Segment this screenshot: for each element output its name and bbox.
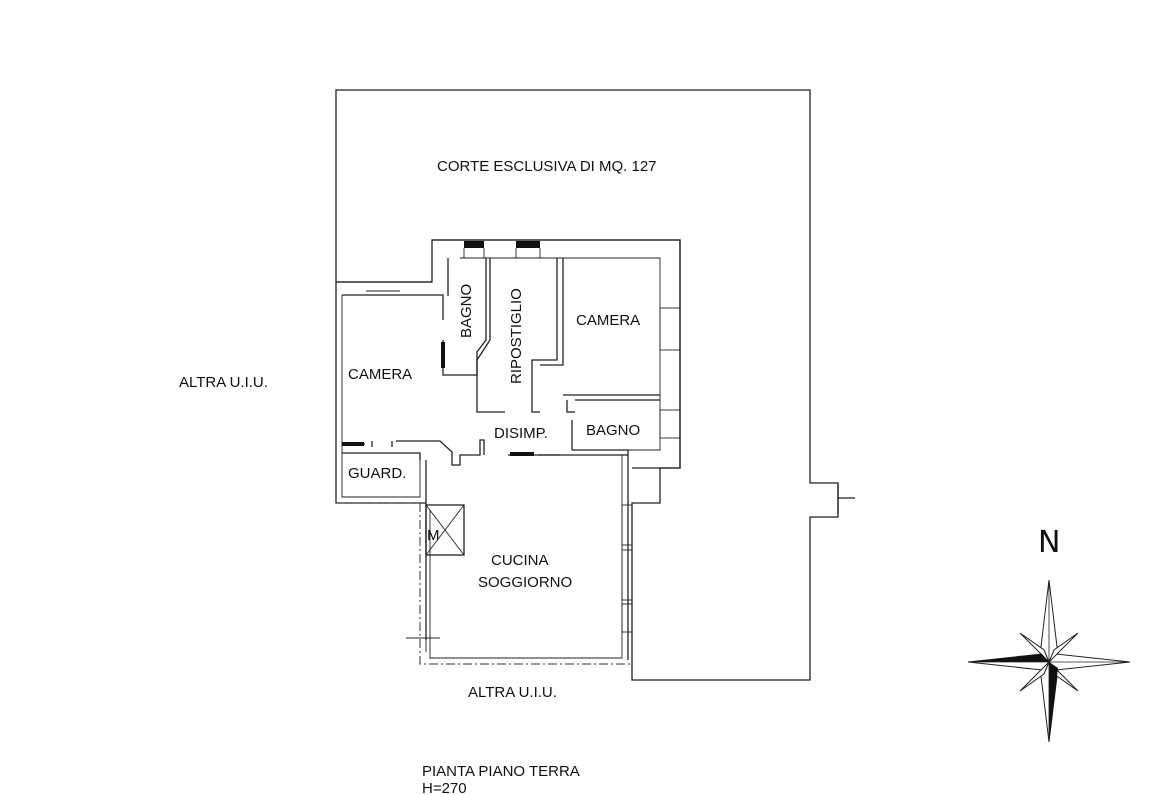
caption-height: H=270 <box>422 780 467 795</box>
room-label-soggiorno: SOGGIORNO <box>478 574 572 591</box>
shaft-label: M <box>427 527 440 544</box>
compass-rose-icon: N <box>967 525 1131 743</box>
east-windows <box>659 307 681 439</box>
caption-title: PIANTA PIANO TERRA <box>422 763 580 780</box>
interior-walls <box>342 258 660 660</box>
courtyard-label: CORTE ESCLUSIVA DI MQ. 127 <box>437 158 657 175</box>
room-label-guardaroba: GUARD. <box>348 465 406 482</box>
property-lines <box>336 502 632 665</box>
room-label-bagno-2: BAGNO <box>586 422 640 439</box>
room-label-bagno-1: BAGNO <box>458 284 475 338</box>
room-label-camera-west: CAMERA <box>348 366 412 383</box>
neighbor-west-label: ALTRA U.I.U. <box>179 374 268 391</box>
shaft <box>425 504 465 556</box>
neighbor-south-label: ALTRA U.I.U. <box>468 684 557 701</box>
room-label-ripostiglio: RIPOSTIGLIO <box>508 288 525 384</box>
top-windows <box>463 241 541 258</box>
kitchen-windows <box>621 504 633 633</box>
north-label: N <box>1038 525 1060 560</box>
room-label-disimpegno: DISIMP. <box>494 425 548 442</box>
courtyard-boundary <box>335 89 855 681</box>
room-label-camera-east: CAMERA <box>576 312 640 329</box>
room-label-cucina: CUCINA <box>491 552 549 569</box>
